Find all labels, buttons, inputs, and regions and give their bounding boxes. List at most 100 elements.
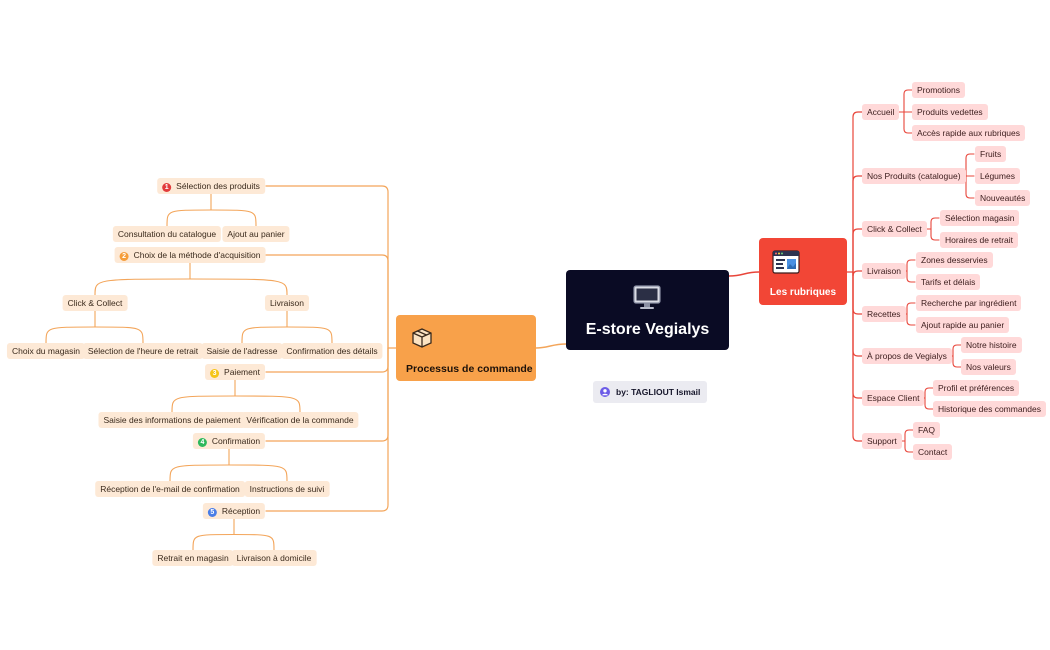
leaf-ajout-panier[interactable]: Ajout au panier bbox=[222, 226, 290, 242]
rubrique-livraison[interactable]: Livraison bbox=[862, 263, 907, 279]
link-cc-r-children-0 bbox=[930, 217, 940, 230]
leaf-fruits[interactable]: Fruits bbox=[975, 146, 1007, 162]
leaf-selection-heure[interactable]: Sélection de l'heure de retrait bbox=[82, 343, 204, 359]
leaf-retrait-magasin[interactable]: Retrait en magasin bbox=[152, 550, 234, 566]
step-confirmation[interactable]: 4 Confirmation bbox=[192, 433, 266, 449]
leaf-promotions[interactable]: Promotions bbox=[912, 82, 965, 98]
link-step1-children-0 bbox=[166, 209, 212, 227]
leaf-notre-histoire[interactable]: Notre histoire bbox=[961, 337, 1022, 353]
leaf-historique-commandes[interactable]: Historique des commandes bbox=[933, 401, 1046, 417]
leaf-produits-vedettes[interactable]: Produits vedettes bbox=[912, 104, 988, 120]
leaf-saisie-adresse[interactable]: Saisie de l'adresse bbox=[201, 343, 283, 359]
leaf-reception-email[interactable]: Réception de l'e-mail de confirmation bbox=[95, 481, 245, 497]
step-number-badge: 2 bbox=[119, 252, 129, 261]
link-step5-children-0 bbox=[192, 533, 235, 551]
author-badge: by: TAGLIOUT Ismail bbox=[593, 381, 708, 405]
link-step-1 bbox=[265, 185, 389, 349]
leaf-verification-commande[interactable]: Vérification de la commande bbox=[241, 412, 359, 428]
link-support-children-1 bbox=[904, 440, 914, 453]
link-support-children-0 bbox=[904, 429, 914, 442]
subtopic-click-collect[interactable]: Click & Collect bbox=[62, 295, 128, 311]
link-espace-children-0 bbox=[924, 387, 934, 399]
monitor-icon bbox=[632, 284, 662, 315]
leaf-recherche-ingredient[interactable]: Recherche par ingrédient bbox=[916, 295, 1022, 311]
leaf-saisie-paiement[interactable]: Saisie des informations de paiement bbox=[98, 412, 246, 428]
step-number-badge: 3 bbox=[210, 369, 220, 378]
leaf-tarifs-delais[interactable]: Tarifs et délais bbox=[916, 274, 981, 290]
leaf-faq[interactable]: FAQ bbox=[913, 422, 941, 438]
step-paiement[interactable]: 3 Paiement bbox=[205, 364, 265, 380]
link-accueil-children-2 bbox=[903, 111, 913, 134]
link-rubrique-4 bbox=[852, 271, 863, 315]
leaf-ajout-rapide-panier[interactable]: Ajout rapide au panier bbox=[916, 317, 1010, 333]
step-number-badge: 5 bbox=[207, 508, 217, 517]
user-circle-icon bbox=[600, 383, 610, 405]
leaf-contact[interactable]: Contact bbox=[913, 444, 953, 460]
link-cc-r-children-1 bbox=[930, 228, 940, 241]
step-label: Sélection des produits bbox=[176, 181, 260, 191]
rubrique-accueil[interactable]: Accueil bbox=[862, 104, 900, 120]
link-step4-children-0 bbox=[169, 464, 230, 482]
topic-title: Les rubriques bbox=[769, 287, 837, 298]
rubrique-support[interactable]: Support bbox=[862, 433, 902, 449]
leaf-choix-magasin[interactable]: Choix du magasin bbox=[6, 343, 86, 359]
topic-title: Processus de commande bbox=[406, 363, 533, 375]
link-espace-children-1 bbox=[924, 397, 934, 410]
link-step-2 bbox=[265, 254, 389, 349]
link-cc-children-1 bbox=[94, 326, 144, 344]
subtopic-livraison[interactable]: Livraison bbox=[264, 295, 310, 311]
link-step4-children-1 bbox=[228, 464, 288, 482]
leaf-zones-desservies[interactable]: Zones desservies bbox=[916, 252, 993, 268]
step-number-badge: 1 bbox=[162, 183, 172, 192]
link-step5-children-1 bbox=[233, 533, 275, 551]
link-produits-children-2 bbox=[965, 175, 975, 199]
link-liv-children-1 bbox=[286, 326, 333, 344]
leaf-nos-valeurs[interactable]: Nos valeurs bbox=[961, 359, 1016, 375]
leaf-horaires-retrait[interactable]: Horaires de retrait bbox=[940, 232, 1019, 248]
step-label: Confirmation bbox=[211, 436, 261, 446]
step-selection-produits[interactable]: 1 Sélection des produits bbox=[157, 178, 265, 194]
rubrique-nos-produits[interactable]: Nos Produits (catalogue) bbox=[862, 168, 966, 184]
central-topic[interactable]: E-store Vegialys bbox=[566, 270, 729, 350]
step-number-badge: 4 bbox=[197, 438, 207, 447]
leaf-consultation-catalogue[interactable]: Consultation du catalogue bbox=[112, 226, 222, 242]
topic-les-rubriques[interactable]: Les rubriques bbox=[759, 238, 847, 305]
leaf-acces-rapide[interactable]: Accès rapide aux rubriques bbox=[912, 125, 1026, 141]
rubrique-espace-client[interactable]: Espace Client bbox=[862, 390, 925, 406]
leaf-instructions-suivi[interactable]: Instructions de suivi bbox=[244, 481, 330, 497]
leaf-profil-preferences[interactable]: Profil et préférences bbox=[933, 380, 1020, 396]
leaf-confirmation-details[interactable]: Confirmation des détails bbox=[281, 343, 383, 359]
rubrique-recettes[interactable]: Recettes bbox=[862, 306, 906, 322]
rubrique-click-collect[interactable]: Click & Collect bbox=[862, 221, 927, 237]
rubrique-a-propos[interactable]: À propos de Vegialys bbox=[862, 348, 952, 364]
author-text: by: TAGLIOUT Ismail bbox=[616, 387, 701, 397]
link-step2-children-1 bbox=[189, 278, 288, 296]
link-central-rubriques bbox=[728, 271, 760, 277]
link-central-process bbox=[535, 343, 567, 349]
link-rubrique-2 bbox=[852, 228, 863, 273]
leaf-legumes[interactable]: Légumes bbox=[975, 168, 1020, 184]
leaf-selection-magasin[interactable]: Sélection magasin bbox=[940, 210, 1020, 226]
link-liv-children-0 bbox=[241, 326, 288, 344]
link-apropos-children-1 bbox=[952, 355, 962, 368]
link-step1-children-1 bbox=[210, 209, 257, 227]
link-step2-children-0 bbox=[94, 278, 191, 296]
link-cc-children-0 bbox=[45, 326, 96, 344]
package-icon bbox=[410, 326, 434, 355]
leaf-nouveautes[interactable]: Nouveautés bbox=[975, 190, 1031, 206]
step-label: Paiement bbox=[224, 367, 260, 377]
link-accueil-children-0 bbox=[903, 89, 913, 113]
link-recettes-children-1 bbox=[906, 313, 916, 326]
link-rubrique-6 bbox=[852, 271, 863, 399]
link-step3-children-0 bbox=[171, 395, 236, 413]
link-recettes-children-0 bbox=[906, 302, 916, 315]
leaf-livraison-domicile[interactable]: Livraison à domicile bbox=[231, 550, 317, 566]
topic-processus-de-commande[interactable]: Processus de commande bbox=[396, 315, 536, 381]
link-rubrique-0 bbox=[852, 111, 863, 273]
central-topic-title: E-store Vegialys bbox=[585, 321, 710, 338]
browser-window-icon bbox=[772, 250, 800, 279]
link-step3-children-1 bbox=[234, 395, 301, 413]
